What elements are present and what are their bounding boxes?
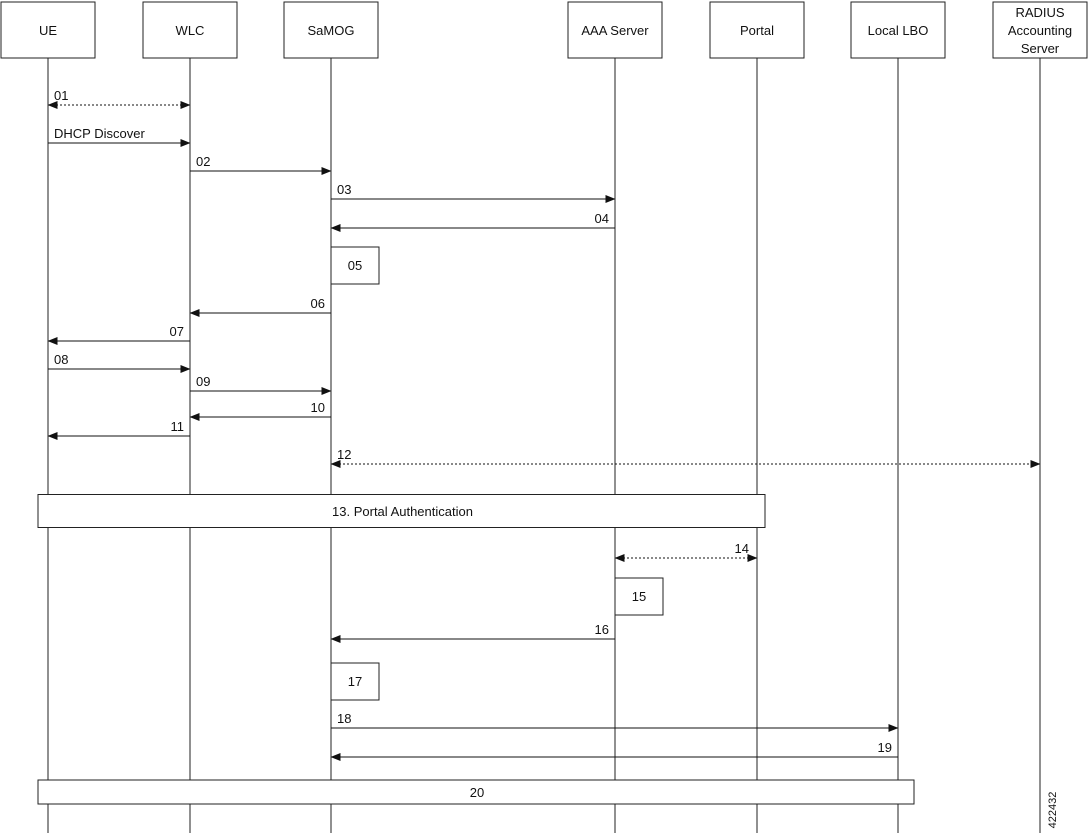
participant-wlc: WLC (142, 1, 238, 59)
message-label: 16 (595, 622, 609, 637)
message-9: 08 (48, 352, 191, 373)
message-8: 07 (47, 324, 190, 345)
process-box-15: 15 (614, 577, 664, 616)
participant-aaa: AAA Server (567, 1, 663, 59)
message-19: 18 (331, 711, 899, 732)
message-7: 06 (189, 296, 331, 317)
participant-label: UE (39, 23, 57, 38)
figure-id: 422432 (1047, 792, 1059, 829)
message-20: 19 (330, 740, 898, 761)
process-label: 15 (632, 589, 646, 604)
span-label: 20 (470, 785, 484, 800)
participant-box (0, 1, 96, 59)
message-17: 16 (330, 622, 615, 643)
participant-portal: Portal (709, 1, 805, 59)
participant-label: AAA Server (581, 23, 649, 38)
participant-label: Local LBO (868, 23, 929, 38)
participant-label: RADIUS (1015, 5, 1064, 20)
participant-box (142, 1, 238, 59)
message-label: 14 (735, 541, 749, 556)
span-box (37, 494, 766, 528)
message-label: 03 (337, 182, 351, 197)
message-label: 06 (311, 296, 325, 311)
message-label: 07 (170, 324, 184, 339)
process-label: 17 (348, 674, 362, 689)
message-label: 08 (54, 352, 68, 367)
message-3: 02 (190, 154, 332, 175)
message-label: 01 (54, 88, 68, 103)
message-label: 02 (196, 154, 210, 169)
message-15: 14 (614, 541, 758, 562)
participant-label: WLC (176, 23, 205, 38)
message-13: 12 (330, 447, 1041, 468)
process-box (330, 662, 380, 701)
participant-label: Server (1021, 41, 1060, 56)
process-box (614, 577, 664, 616)
message-1: 01 (47, 88, 191, 109)
participant-box (709, 1, 805, 59)
participant-ue: UE (0, 1, 96, 59)
process-box-05: 05 (330, 246, 380, 285)
message-label: 10 (311, 400, 325, 415)
participant-label: Accounting (1008, 23, 1072, 38)
process-box (330, 246, 380, 285)
participant-label: Portal (740, 23, 774, 38)
process-box-17: 17 (330, 662, 380, 701)
lifelines (47, 58, 1041, 833)
message-10: 09 (190, 374, 332, 395)
span-box (37, 779, 915, 805)
participant-box (850, 1, 946, 59)
message-label: DHCP Discover (54, 126, 145, 141)
message-4: 03 (331, 182, 616, 203)
process-label: 05 (348, 258, 362, 273)
message-5: 04 (330, 211, 615, 232)
message-2: DHCP Discover (48, 126, 191, 147)
participant-box (283, 1, 379, 59)
span-label: 13. Portal Authentication (332, 504, 473, 519)
message-label: 12 (337, 447, 351, 462)
message-label: 18 (337, 711, 351, 726)
participant-box (992, 1, 1088, 59)
participant-label: SaMOG (308, 23, 355, 38)
message-11: 10 (189, 400, 331, 421)
span-box-21: 20 (37, 779, 915, 805)
span-box-14: 13. Portal Authentication (37, 494, 766, 528)
message-label: 11 (171, 419, 185, 434)
participant-lbo: Local LBO (850, 1, 946, 59)
message-label: 04 (595, 211, 609, 226)
message-label: 09 (196, 374, 210, 389)
message-label: 19 (878, 740, 892, 755)
participant-box (567, 1, 663, 59)
participant-samog: SaMOG (283, 1, 379, 59)
participant-headers: UE WLC SaMOG AAA Server Portal Local LBO RADIU… (0, 1, 1088, 59)
message-12: 11 (47, 419, 190, 440)
